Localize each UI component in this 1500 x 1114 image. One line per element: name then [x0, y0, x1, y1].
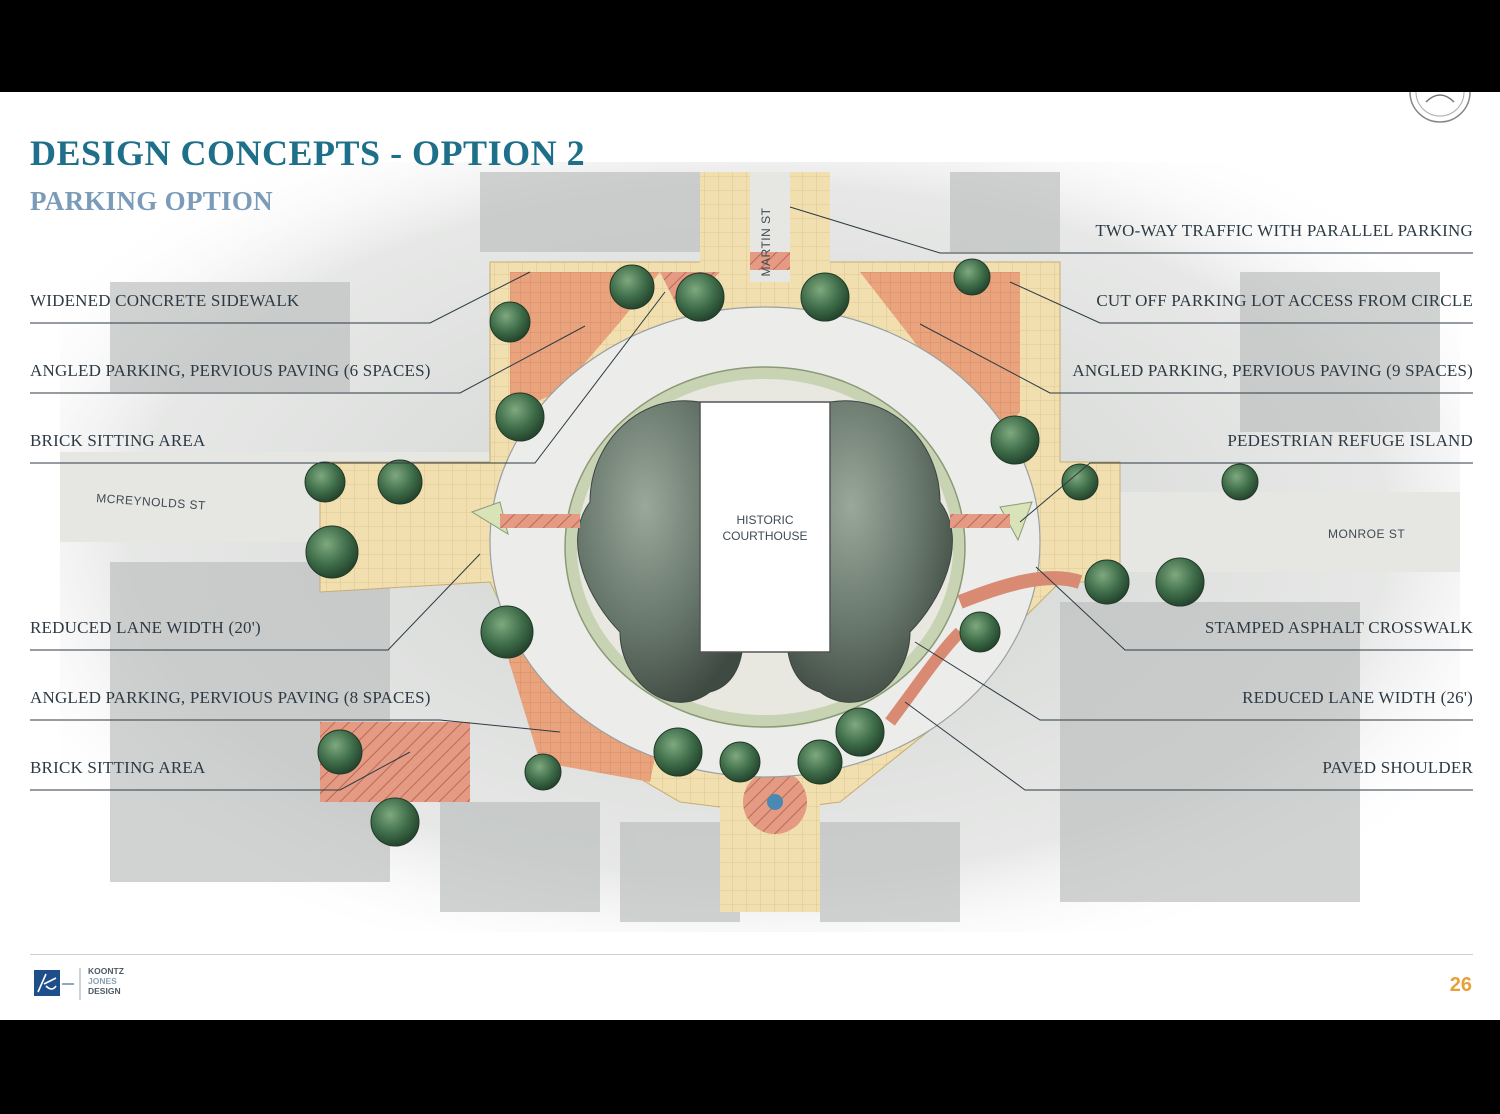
footer-divider	[30, 954, 1473, 955]
street-label-monroe: MONROE ST	[1328, 527, 1405, 541]
koontz-jones-logo-icon	[34, 968, 81, 1000]
callout-brick-sitting-north: BRICK SITTING AREA	[30, 431, 206, 450]
callout-angled-parking-9: ANGLED PARKING, PERVIOUS PAVING (9 SPACE…	[1072, 361, 1473, 380]
street-label-martin: MARTIN ST	[759, 207, 773, 276]
logo-wordmark: KOONTZ JONES DESIGN	[88, 966, 124, 996]
logo-line2: JONES	[88, 976, 117, 986]
slide-subtitle: PARKING OPTION	[30, 186, 273, 216]
callout-angled-parking-8: ANGLED PARKING, PERVIOUS PAVING (8 SPACE…	[30, 688, 431, 707]
callout-stamped-crosswalk: STAMPED ASPHALT CROSSWALK	[1204, 618, 1473, 637]
callout-paved-shoulder: PAVED SHOULDER	[1322, 758, 1473, 777]
site-plan: HISTORIC COURTHOUSE	[60, 162, 1460, 932]
callout-refuge-island: PEDESTRIAN REFUGE ISLAND	[1227, 431, 1473, 450]
logo-line1: KOONTZ	[88, 966, 124, 976]
callout-two-way-traffic: TWO-WAY TRAFFIC WITH PARALLEL PARKING	[1095, 221, 1473, 240]
slide-title: DESIGN CONCEPTS - OPTION 2	[30, 133, 586, 173]
callout-brick-sitting-south: BRICK SITTING AREA	[30, 758, 206, 777]
callout-widened-sidewalk: WIDENED CONCRETE SIDEWALK	[30, 291, 300, 310]
callout-reduced-lane-20: REDUCED LANE WIDTH (20')	[30, 618, 261, 637]
callout-reduced-lane-26: REDUCED LANE WIDTH (26')	[1242, 688, 1473, 707]
callout-angled-parking-6: ANGLED PARKING, PERVIOUS PAVING (6 SPACE…	[30, 361, 431, 380]
building-label-line1: HISTORIC	[736, 513, 793, 527]
logo-line3: DESIGN	[88, 986, 121, 996]
slide: HISTORIC COURTHOUSE	[0, 92, 1500, 1020]
page-number: 26	[1449, 974, 1472, 996]
callout-cut-off-access: CUT OFF PARKING LOT ACCESS FROM CIRCLE	[1096, 291, 1473, 310]
county-seal-icon	[1409, 92, 1471, 123]
building-label-line2: COURTHOUSE	[722, 529, 807, 543]
